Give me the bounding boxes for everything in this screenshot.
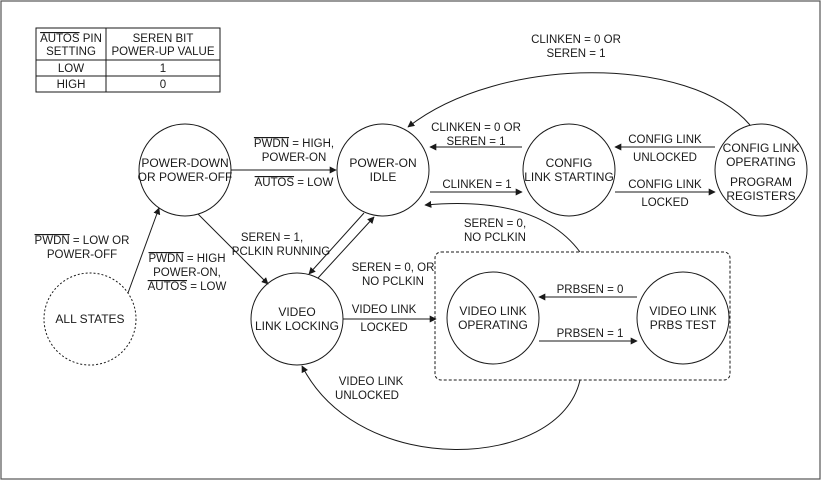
svg-text:CONFIG: CONFIG (546, 156, 593, 170)
label-locking-to-video-operating: VIDEO LINK LOCKED (352, 304, 417, 334)
table-header-autos: AUTOS (40, 33, 80, 45)
arrow-powerdown-to-locking (197, 213, 269, 285)
state-all-states: ALL STATES (43, 272, 137, 366)
svg-text:POWER-OFF: POWER-OFF (47, 249, 117, 261)
svg-text:SEREN = 0,: SEREN = 0, (464, 218, 526, 230)
svg-text:VIDEO LINK: VIDEO LINK (339, 376, 404, 388)
state-video-link-operating: VIDEO LINK OPERATING (446, 271, 540, 365)
autos-seren-table: AUTOS PIN SETTING SEREN BIT POWER-UP VAL… (35, 27, 221, 93)
svg-text:NO PCLKIN: NO PCLKIN (362, 276, 424, 288)
svg-text:CONFIG LINK: CONFIG LINK (723, 141, 800, 155)
svg-text:CLINKEN = 0 OR: CLINKEN = 0 OR (531, 34, 621, 46)
state-power-down: POWER-DOWN OR POWER-OFF (138, 123, 233, 217)
table-cell-setting: LOW (58, 63, 84, 75)
svg-text:SEREN = 1: SEREN = 1 (446, 136, 505, 148)
svg-text:LINK STARTING: LINK STARTING (524, 170, 614, 184)
label-video-operating-to-idle: SEREN = 0, NO PCLKIN (464, 218, 526, 244)
svg-text:POWER-ON: POWER-ON (349, 156, 416, 170)
svg-text:LOCKED: LOCKED (360, 322, 407, 334)
table-cell-value: 0 (160, 79, 166, 91)
svg-text:REGISTERS: REGISTERS (726, 189, 795, 203)
svg-text:POWER-DOWN: POWER-DOWN (141, 156, 228, 170)
svg-text:SEREN = 1,: SEREN = 1, (241, 232, 303, 244)
label-idle-to-config-starting: CLINKEN = 1 (442, 179, 511, 191)
svg-text:CLINKEN = 1: CLINKEN = 1 (442, 179, 511, 191)
table-header-seren: SEREN BIT (133, 33, 194, 45)
svg-text:SEREN = 1: SEREN = 1 (546, 48, 605, 60)
arrow-all-to-powerdown (127, 207, 161, 294)
label-prbs-to-operating: PRBSEN = 0 (557, 284, 624, 296)
svg-text:IDLE: IDLE (370, 170, 397, 184)
svg-text:PRBSEN = 1: PRBSEN = 1 (557, 328, 624, 340)
label-powerdown-to-locking-condition: PWDN = HIGH POWER-ON, AUTOS = LOW (148, 253, 227, 293)
svg-text:LINK LOCKING: LINK LOCKING (255, 319, 339, 333)
svg-text:SEREN = 0, OR: SEREN = 0, OR (352, 262, 435, 274)
table-header-powerup: POWER-UP VALUE (111, 46, 214, 58)
svg-text:CONFIG LINK: CONFIG LINK (628, 134, 702, 146)
svg-text:VIDEO LINK: VIDEO LINK (649, 304, 716, 318)
state-config-link-operating: CONFIG LINK OPERATING PROGRAM REGISTERS (714, 123, 808, 217)
svg-text:OR POWER-OFF: OR POWER-OFF (138, 170, 233, 184)
arrow-config-operating-to-idle (407, 72, 751, 128)
svg-text:POWER-ON: POWER-ON (262, 152, 327, 164)
svg-text:NO PCLKIN: NO PCLKIN (464, 232, 526, 244)
state-video-link-prbs-test: VIDEO LINK PRBS TEST (636, 271, 730, 365)
label-video-unlocked-to-locking: VIDEO LINK UNLOCKED (335, 376, 404, 402)
label-config-starting-to-idle: CLINKEN = 0 OR SEREN = 1 (431, 122, 521, 148)
label-powerdown-to-locking: SEREN = 1, PCLKIN RUNNING (232, 232, 330, 258)
arrow-locking-to-idle (317, 216, 375, 279)
label-powerdown-to-idle: PWDN = HIGH, POWER-ON AUTOS = LOW (254, 138, 334, 189)
arrow-video-operating-to-idle (424, 200, 581, 253)
svg-text:PWDN = HIGH: PWDN = HIGH (149, 253, 226, 265)
svg-text:UNLOCKED: UNLOCKED (335, 390, 399, 402)
svg-text:AUTOS = LOW: AUTOS = LOW (255, 177, 334, 189)
table-header-setting: AUTOS PIN (40, 33, 102, 45)
svg-text:PRBSEN = 0: PRBSEN = 0 (557, 284, 624, 296)
table-cell-setting: HIGH (57, 79, 86, 91)
svg-text:PWDN = LOW OR: PWDN = LOW OR (35, 235, 130, 247)
svg-text:VIDEO: VIDEO (278, 305, 315, 319)
svg-text:AUTOS = LOW: AUTOS = LOW (148, 281, 227, 293)
svg-text:CLINKEN = 0 OR: CLINKEN = 0 OR (431, 122, 521, 134)
label-config-operating-to-idle: CLINKEN = 0 OR SEREN = 1 (531, 34, 621, 60)
svg-text:OPERATING: OPERATING (726, 155, 796, 169)
state-config-link-starting: CONFIG LINK STARTING (522, 123, 616, 217)
state-power-on-idle: POWER-ON IDLE (336, 123, 430, 217)
label-starting-to-operating: CONFIG LINK LOCKED (628, 179, 702, 209)
table-cell-value: 1 (160, 63, 166, 75)
label-operating-to-prbs: PRBSEN = 1 (557, 328, 624, 340)
arrow-idle-to-locking (308, 212, 365, 275)
label-locking-to-idle: SEREN = 0, OR NO PCLKIN (352, 262, 435, 288)
svg-text:PROGRAM: PROGRAM (730, 175, 792, 189)
svg-text:OPERATING: OPERATING (458, 318, 528, 332)
svg-text:POWER-ON,: POWER-ON, (153, 267, 221, 279)
svg-text:VIDEO LINK: VIDEO LINK (459, 304, 526, 318)
svg-text:UNLOCKED: UNLOCKED (633, 152, 697, 164)
svg-text:PWDN = HIGH,: PWDN = HIGH, (254, 138, 334, 150)
table-header-setting-line2: SETTING (46, 46, 96, 58)
svg-text:PCLKIN RUNNING: PCLKIN RUNNING (232, 246, 330, 258)
label-operating-to-starting: CONFIG LINK UNLOCKED (628, 134, 702, 164)
svg-text:CONFIG LINK: CONFIG LINK (628, 179, 702, 191)
state-video-link-locking: VIDEO LINK LOCKING (250, 272, 344, 366)
svg-text:LOCKED: LOCKED (641, 197, 688, 209)
svg-text:ALL STATES: ALL STATES (55, 312, 124, 326)
label-all-to-powerdown: PWDN = LOW OR POWER-OFF (35, 235, 130, 261)
svg-text:VIDEO LINK: VIDEO LINK (352, 304, 417, 316)
arrow-video-unlocked-to-locking (301, 365, 581, 450)
svg-text:PRBS TEST: PRBS TEST (650, 318, 717, 332)
